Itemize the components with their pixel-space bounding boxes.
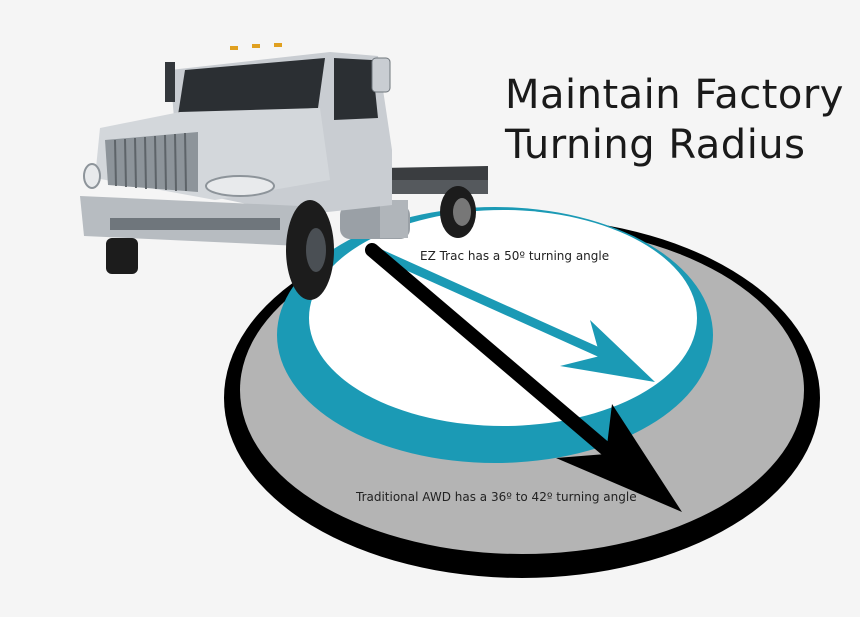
headline: Maintain Factory Turning Radius (505, 70, 855, 170)
headline-line-1: Maintain Factory (505, 72, 844, 118)
truck-illustration (80, 43, 488, 300)
awd-label: Traditional AWD has a 36º to 42º turning… (355, 490, 637, 504)
ez-trac-arrow (367, 245, 655, 382)
ez-trac-label: EZ Trac has a 50º turning angle (420, 249, 609, 263)
awd-arrow (365, 243, 682, 512)
headline-line-2: Turning Radius (505, 122, 806, 168)
ez-trac-inner-area (309, 210, 697, 426)
